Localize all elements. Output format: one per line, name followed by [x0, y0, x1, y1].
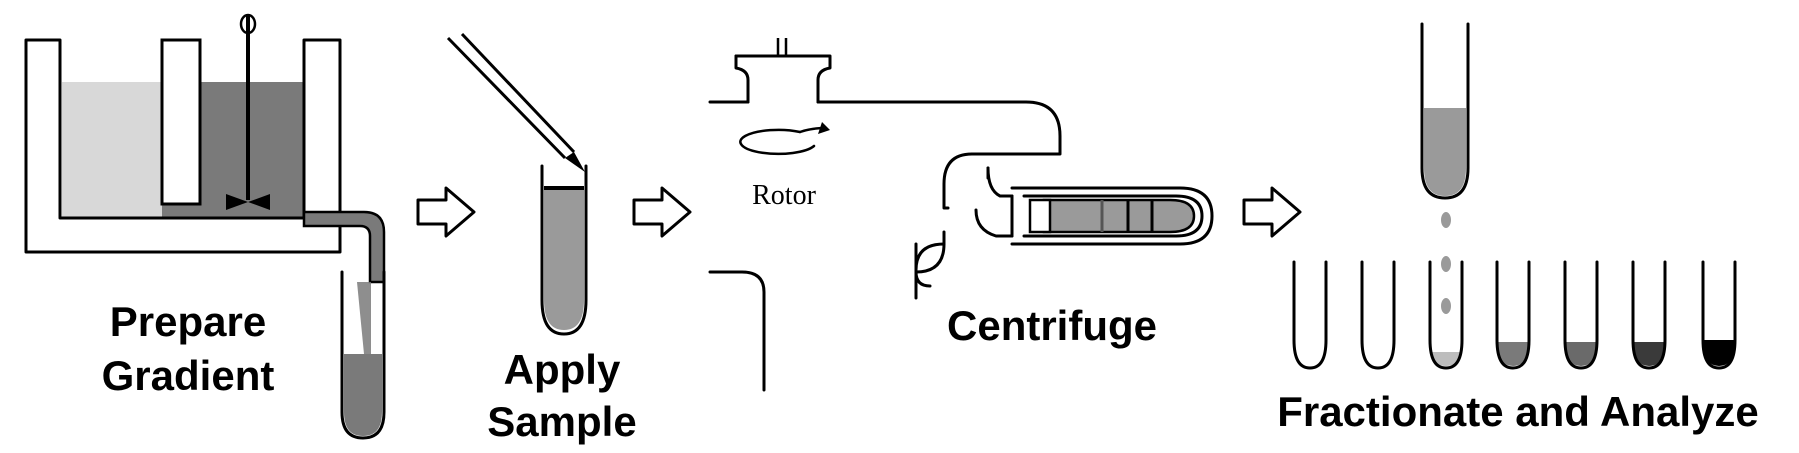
- fraction-tube-1: [1292, 260, 1328, 370]
- fraction-tube-4: [1495, 260, 1531, 370]
- dark-solution-chamber: [200, 82, 304, 218]
- stirrer-icon: [226, 13, 270, 210]
- sample-tube: [540, 164, 588, 336]
- prepare-label-line1: Prepare: [110, 298, 266, 345]
- rotor-label: Rotor: [752, 180, 816, 211]
- gradient-maker: [24, 13, 386, 284]
- pipette: [446, 32, 585, 172]
- apply-label-line1: Apply: [504, 346, 621, 393]
- centrifuge-label: Centrifuge: [947, 302, 1157, 349]
- falling-drops: [1441, 212, 1451, 314]
- fractionate-label: Fractionate and Analyze: [1277, 388, 1759, 435]
- divider-wall: [160, 38, 202, 206]
- fraction-tube-5: [1563, 260, 1599, 370]
- right-arrow-icon: [1242, 186, 1302, 238]
- right-arrow-icon: [416, 186, 476, 238]
- connecting-channel-fill: [162, 204, 200, 218]
- fraction-tube-2: [1360, 260, 1396, 370]
- fraction-tube-6: [1631, 260, 1667, 370]
- fraction-tube-7: [1701, 260, 1737, 370]
- rotation-arrow-icon: [739, 122, 830, 156]
- outlet-tube: [302, 210, 386, 284]
- right-arrow-icon: [632, 186, 692, 238]
- fraction-tube-3: [1428, 260, 1464, 370]
- apply-label-line2: Sample: [487, 398, 636, 445]
- prepare-label-line2: Gradient: [102, 352, 275, 399]
- gradient-maker-outline: [24, 38, 342, 254]
- collection-tube: [340, 270, 386, 440]
- light-solution-chamber: [62, 82, 162, 218]
- fractionation-tube: [1420, 22, 1470, 200]
- centrifuge-bucket: [974, 166, 1214, 246]
- fraction-tubes: [1292, 260, 1737, 370]
